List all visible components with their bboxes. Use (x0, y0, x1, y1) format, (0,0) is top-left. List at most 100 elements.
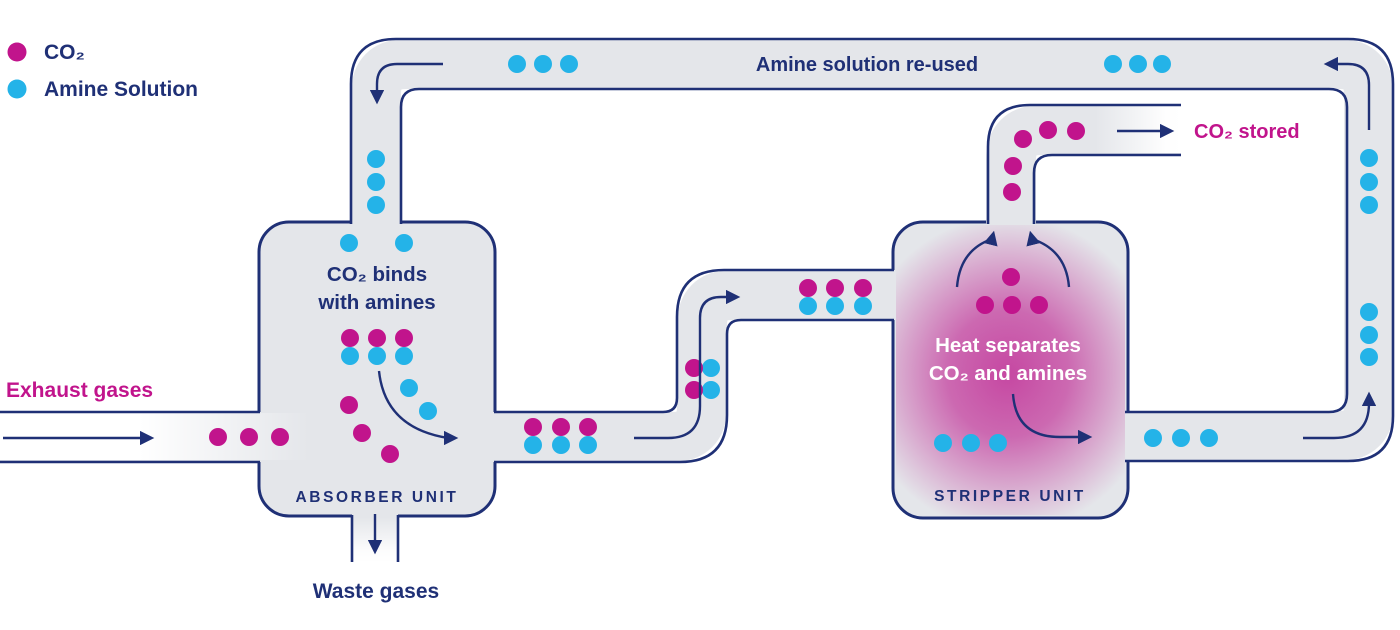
legend-co2-label: CO₂ (44, 41, 85, 64)
amine-dot (367, 150, 385, 168)
co2-dot (341, 329, 359, 347)
co2-stored-label: CO₂ stored (1194, 121, 1300, 143)
co2-dot (368, 329, 386, 347)
legend-amine-label: Amine Solution (44, 78, 198, 101)
legend-amine-dot (7, 79, 27, 99)
amine-dot (989, 434, 1007, 452)
amine-riser-up-arrow (1303, 391, 1377, 440)
co2-dot (353, 424, 371, 442)
amine-dot (1200, 429, 1218, 447)
co2-dot (854, 279, 872, 297)
co2-dot (1002, 268, 1020, 286)
stripper-up-arrow-right (1026, 230, 1071, 288)
co2-dot (579, 418, 597, 436)
amine-dot (1360, 326, 1378, 344)
absorber-unit-label: ABSORBER UNIT (296, 489, 459, 506)
co2-pipe-right-border (1032, 153, 1181, 224)
amine-dot (400, 379, 418, 397)
absorber-caption-line2: with amines (317, 291, 435, 314)
mid-pipe-bottom-border (494, 318, 894, 464)
stripper-unit-label: STRIPPER UNIT (934, 488, 1086, 505)
co2-dot (1004, 157, 1022, 175)
amine-dot (799, 297, 817, 315)
co2-pipe-left-border (986, 103, 1181, 224)
amine-return-down-arrow (369, 62, 443, 105)
amine-dot (524, 436, 542, 454)
rich-amine-up-arrow (634, 289, 741, 440)
amine-dot (1104, 55, 1122, 73)
amine-dot (579, 436, 597, 454)
co2-dot (1067, 122, 1085, 140)
amine-dot (552, 436, 570, 454)
amine-dot (702, 381, 720, 399)
co2-dot (826, 279, 844, 297)
co2-dot (340, 396, 358, 414)
co2-dot (685, 381, 703, 399)
amine-dot (340, 234, 358, 252)
co2-dot (1003, 183, 1021, 201)
co2-dot (240, 428, 258, 446)
amine-dot (1360, 149, 1378, 167)
amine-dot (341, 347, 359, 365)
stripper-caption-line2: CO₂ and amines (929, 362, 1087, 385)
diagram-labels: Amine solution re-used CO₂ stored Exhaus… (6, 54, 1300, 603)
lean-amine-out-arrow (1011, 393, 1093, 445)
amine-dot (1153, 55, 1171, 73)
pipe-borders (0, 37, 1395, 562)
amine-dot (826, 297, 844, 315)
co2-dot (1030, 296, 1048, 314)
amine-dot (1360, 303, 1378, 321)
legend-co2-dot (7, 42, 27, 62)
amine-dot (508, 55, 526, 73)
amine-dot (367, 173, 385, 191)
co2-dot (1003, 296, 1021, 314)
co2-dot (395, 329, 413, 347)
waste-gases-label: Waste gases (313, 580, 439, 603)
absorber-mix-arrow (377, 370, 459, 446)
amine-dot (1360, 173, 1378, 191)
co2-dot (799, 279, 817, 297)
amine-dot (395, 347, 413, 365)
recycle-pipe-inner-border (399, 87, 1349, 414)
co2-dot (685, 359, 703, 377)
flow-arrows (3, 56, 1377, 555)
mid-pipe-top-border (494, 268, 894, 414)
amine-dot (395, 234, 413, 252)
exhaust-pipe-fade (0, 413, 310, 460)
amine-dot (934, 434, 952, 452)
stripper-caption-line1: Heat separates (935, 334, 1081, 357)
amine-return-left-arrow (1323, 56, 1371, 130)
amine-recycle-pipe (351, 39, 1394, 461)
amine-dot (534, 55, 552, 73)
flow-dots (209, 55, 1378, 463)
recycle-pipe-outer-border (349, 37, 1395, 463)
co2-pipe-fade (1095, 106, 1183, 153)
amine-dot (1129, 55, 1147, 73)
amine-dot (1144, 429, 1162, 447)
co2-dot (381, 445, 399, 463)
amine-dot (962, 434, 980, 452)
amine-dot (1360, 348, 1378, 366)
amine-reused-label: Amine solution re-used (756, 54, 978, 76)
amine-dot (1172, 429, 1190, 447)
heat-glow (896, 225, 1125, 515)
absorber-caption-line1: CO₂ binds (327, 263, 427, 286)
co2-dot (1014, 130, 1032, 148)
amine-dot (560, 55, 578, 73)
co2-dot (552, 418, 570, 436)
stripper-up-arrow-left (955, 230, 998, 288)
co2-dot (271, 428, 289, 446)
co2-dot (524, 418, 542, 436)
co2-dot (209, 428, 227, 446)
co2-dot (976, 296, 994, 314)
amine-dot (702, 359, 720, 377)
amine-dot (419, 402, 437, 420)
co2-dot (1039, 121, 1057, 139)
amine-dot (1360, 196, 1378, 214)
amine-dot (367, 196, 385, 214)
amine-dot (854, 297, 872, 315)
legend: CO₂ Amine Solution (7, 41, 198, 101)
amine-dot (368, 347, 386, 365)
